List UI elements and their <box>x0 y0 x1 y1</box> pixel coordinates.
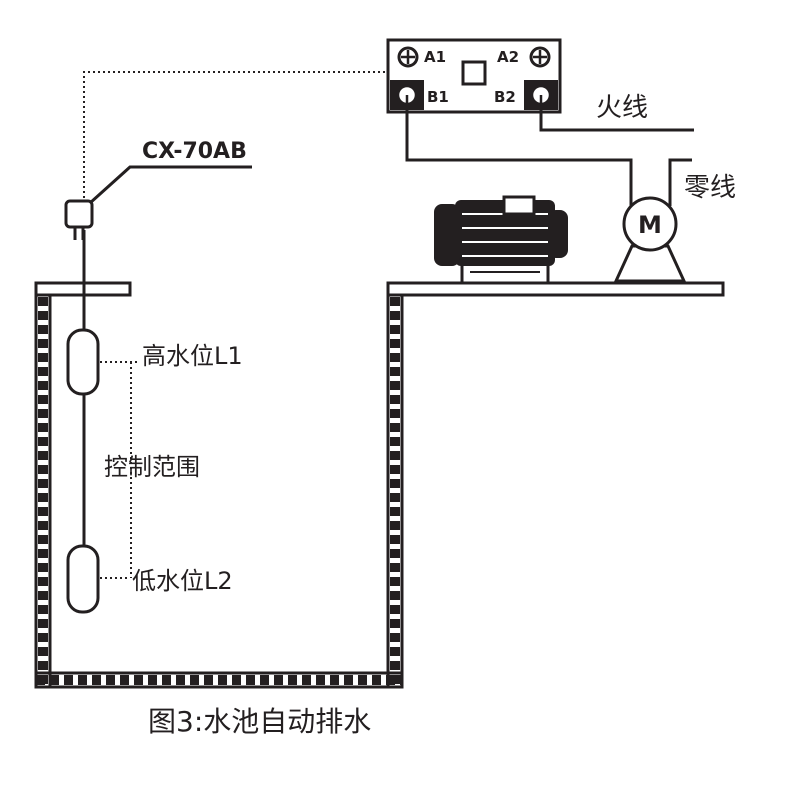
pump-base <box>460 262 550 285</box>
pump <box>434 195 568 285</box>
pump-platform <box>386 281 725 297</box>
float-switch-assembly <box>64 199 100 614</box>
neutral-wire <box>668 158 692 206</box>
pump-body <box>455 200 555 266</box>
motor-circle-icon <box>622 196 678 252</box>
control-range-label: 控制范围 <box>104 453 200 481</box>
high-float <box>66 328 100 396</box>
pump-rear-cap <box>434 204 460 266</box>
sensor-model-label: CX-70AB <box>142 139 247 164</box>
control-dotted-wire <box>83 71 400 201</box>
terminal-a1-screw-icon <box>397 46 419 68</box>
b1-to-motor-wire <box>405 110 633 206</box>
low-level-label: 低水位L2 <box>132 567 233 595</box>
live-wire-label: 火线 <box>596 93 648 123</box>
tank <box>34 281 725 689</box>
pump-front-flange <box>548 210 568 258</box>
terminal-b2-label: B2 <box>494 88 516 106</box>
live-wire <box>539 110 694 132</box>
pump-terminal-box <box>502 195 536 216</box>
terminal-b1-label: B1 <box>427 88 449 106</box>
high-level-label: 高水位L1 <box>142 342 243 370</box>
low-float <box>66 544 100 614</box>
relay-box <box>386 38 562 114</box>
terminal-a2-screw-icon <box>529 46 551 68</box>
relay-indicator <box>461 60 487 86</box>
motor-letter: M <box>638 211 662 239</box>
figure-caption: 图3:水池自动排水 <box>148 705 371 738</box>
plug-body <box>64 199 94 229</box>
terminal-a2-label: A2 <box>497 48 519 66</box>
motor-symbol <box>613 196 687 283</box>
neutral-wire-label: 零线 <box>684 173 736 203</box>
terminal-a1-label: A1 <box>424 48 446 66</box>
model-leader <box>88 165 252 205</box>
